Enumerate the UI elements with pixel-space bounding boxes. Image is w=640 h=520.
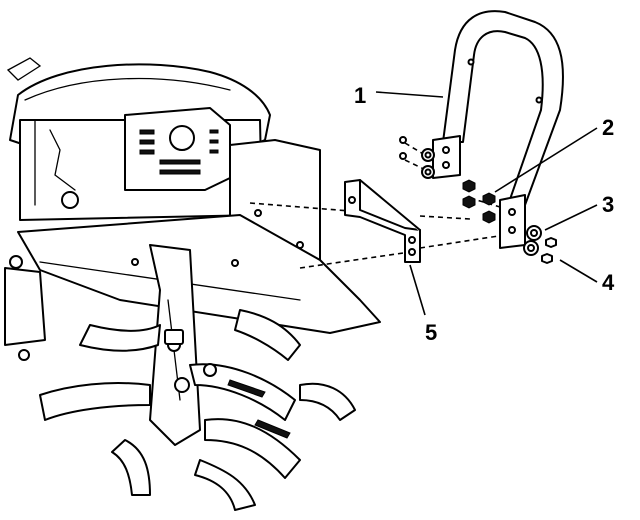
hardware-set xyxy=(399,136,557,264)
callout-4: 4 xyxy=(602,270,615,295)
nuts-part-2 xyxy=(462,179,496,224)
handle-part-1 xyxy=(432,10,564,249)
muffler xyxy=(124,107,231,191)
bracket-part-5 xyxy=(344,179,421,263)
callout-3: 3 xyxy=(602,192,614,217)
callout-5: 5 xyxy=(425,320,437,345)
washers-part-3 xyxy=(523,225,542,256)
tine-assembly xyxy=(39,244,356,511)
alignment-lines xyxy=(249,142,506,269)
callout-2: 2 xyxy=(602,115,614,140)
callout-1: 1 xyxy=(354,83,366,108)
tiller-engine-assembly xyxy=(4,57,381,361)
leader-lines xyxy=(375,91,598,316)
nuts-part-4 xyxy=(541,237,557,264)
